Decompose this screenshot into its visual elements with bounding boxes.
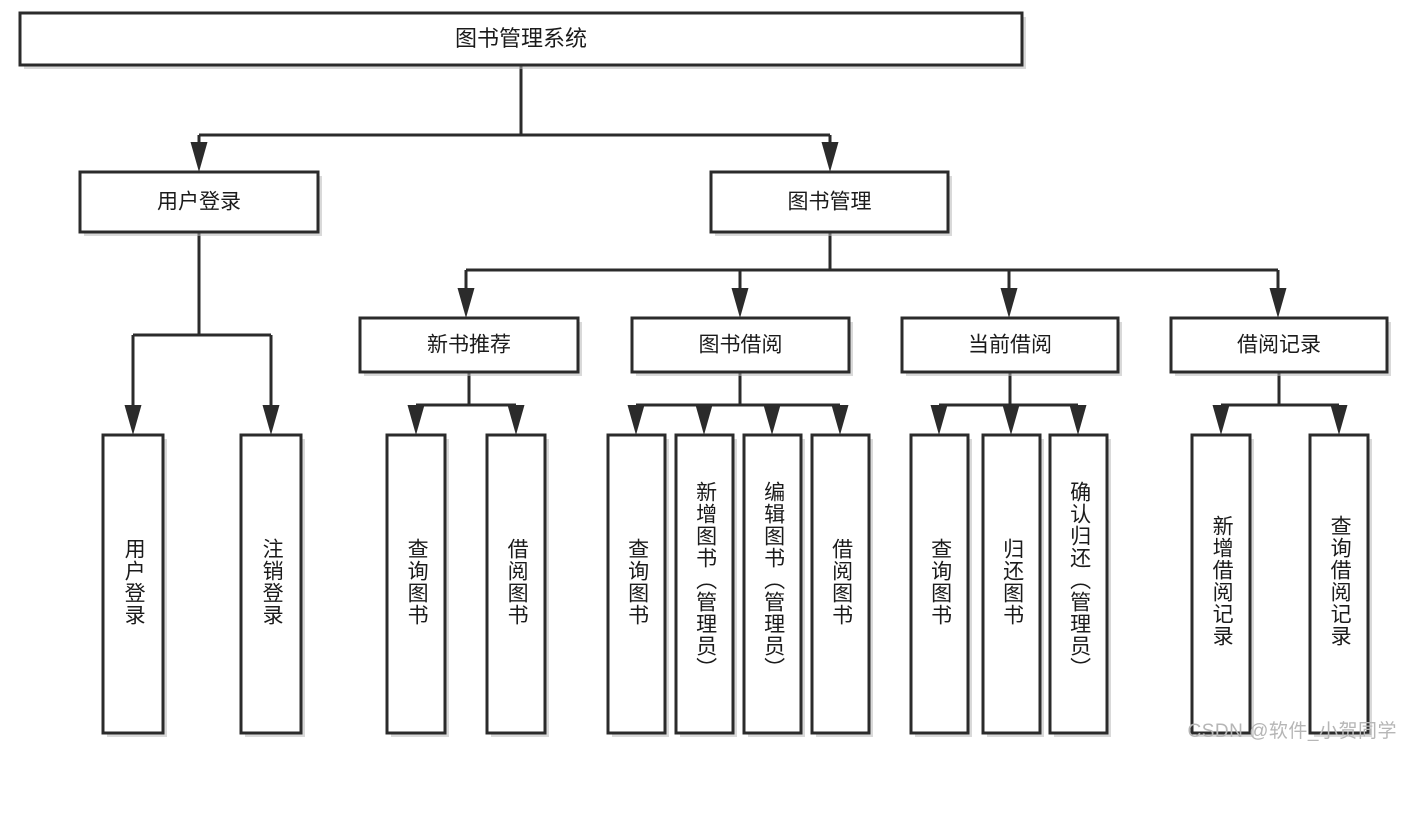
connector-arrowhead <box>831 405 849 435</box>
leaf-node-leaf-return-book[interactable] <box>981 433 1044 737</box>
conn-userlogin-bus <box>124 232 280 435</box>
diagram-canvas-root: 图书管理系统用户登录图书管理新书推荐图书借阅当前借阅借阅记录 用户登录注销登录查… <box>18 11 1397 742</box>
connector-arrowhead <box>821 142 839 172</box>
node-box-layer <box>18 11 1391 737</box>
node-box <box>358 316 580 374</box>
leaf-node-leaf-borrow-book-recommend[interactable] <box>485 433 549 737</box>
connector-arrowhead <box>695 405 713 435</box>
node-box <box>674 433 735 735</box>
node-box <box>900 316 1120 374</box>
node-label: 当前借阅 <box>968 334 1052 357</box>
node-box <box>1048 433 1109 735</box>
conn-root-bus <box>190 65 839 172</box>
level3-node-borrow-record[interactable] <box>1169 316 1391 376</box>
csdn-watermark: CSDN @软件_小贺同学 <box>1187 721 1397 742</box>
node-box <box>1190 433 1252 735</box>
leaf-node-leaf-user-logout[interactable] <box>239 433 305 737</box>
leaf-node-leaf-edit-book-admin[interactable] <box>742 433 805 737</box>
connector-arrowhead <box>1069 405 1087 435</box>
node-box <box>78 170 320 234</box>
leaf-node-leaf-borrow-book[interactable] <box>810 433 873 737</box>
connector-arrowhead <box>731 288 749 318</box>
node-label: 新书推荐 <box>427 334 511 357</box>
root-node-root[interactable] <box>18 11 1026 69</box>
connector-arrowhead <box>1269 288 1287 318</box>
level3-node-current-borrow[interactable] <box>900 316 1122 376</box>
connector-arrowhead <box>407 405 425 435</box>
leaf-node-leaf-query-book-borrow[interactable] <box>606 433 669 737</box>
node-box <box>239 433 303 735</box>
level3-node-new-book-recommend[interactable] <box>358 316 582 376</box>
level2-node-book-management[interactable] <box>709 170 952 236</box>
connector-arrowhead <box>262 405 280 435</box>
connector-layer <box>124 65 1348 435</box>
connector-arrowhead <box>507 405 525 435</box>
node-box <box>18 11 1024 67</box>
conn-bookmgmt-bus <box>457 232 1287 318</box>
conn-record-bus <box>1212 372 1348 435</box>
leaf-node-leaf-confirm-return-admin[interactable] <box>1048 433 1111 737</box>
node-box <box>606 433 667 735</box>
node-label: 图书管理 <box>788 191 872 214</box>
node-label: 用户登录 <box>157 191 241 214</box>
connector-arrowhead <box>1002 405 1020 435</box>
leaf-node-leaf-query-book-current[interactable] <box>909 433 972 737</box>
connector-arrowhead <box>1212 405 1230 435</box>
connector-arrowhead <box>1330 405 1348 435</box>
node-box <box>1308 433 1370 735</box>
node-label: 图书管理系统 <box>455 26 587 51</box>
level3-node-book-borrow[interactable] <box>630 316 853 376</box>
node-label: 图书借阅 <box>699 334 783 357</box>
leaf-node-leaf-query-book-recommend[interactable] <box>385 433 449 737</box>
connector-arrowhead <box>457 288 475 318</box>
node-box <box>909 433 970 735</box>
connector-arrowhead <box>627 405 645 435</box>
connector-arrowhead <box>763 405 781 435</box>
conn-current-bus <box>930 372 1087 435</box>
node-box <box>742 433 803 735</box>
leaf-node-leaf-add-book-admin[interactable] <box>674 433 737 737</box>
node-box <box>385 433 447 735</box>
node-box <box>981 433 1042 735</box>
leaf-node-leaf-add-borrow-record[interactable] <box>1190 433 1254 737</box>
conn-borrow-bus <box>627 372 849 435</box>
connector-arrowhead <box>1000 288 1018 318</box>
node-box <box>101 433 165 735</box>
conn-recommend-bus <box>407 372 525 435</box>
node-box <box>810 433 871 735</box>
node-box <box>485 433 547 735</box>
connector-arrowhead <box>190 142 208 172</box>
connector-arrowhead <box>124 405 142 435</box>
node-box <box>1169 316 1389 374</box>
leaf-node-leaf-user-login[interactable] <box>101 433 167 737</box>
leaf-node-leaf-query-borrow-record[interactable] <box>1308 433 1372 737</box>
node-box <box>630 316 851 374</box>
node-label: 借阅记录 <box>1237 334 1321 357</box>
connector-arrowhead <box>930 405 948 435</box>
node-box <box>709 170 950 234</box>
level2-node-user-login[interactable] <box>78 170 322 236</box>
